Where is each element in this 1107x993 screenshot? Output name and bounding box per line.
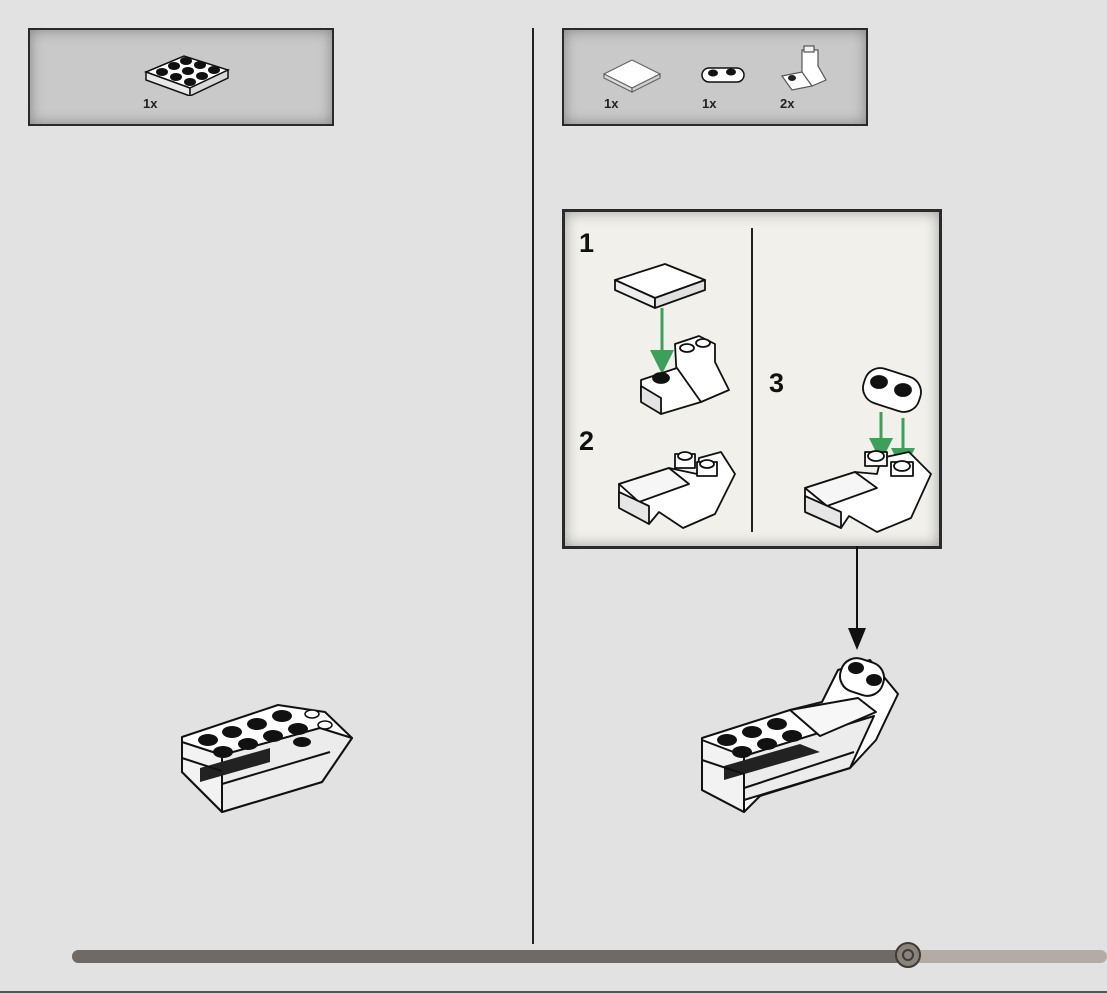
page-progress-track[interactable] (72, 950, 1107, 963)
page-progress-handle[interactable] (895, 942, 921, 968)
page-progress-fill (72, 950, 908, 963)
